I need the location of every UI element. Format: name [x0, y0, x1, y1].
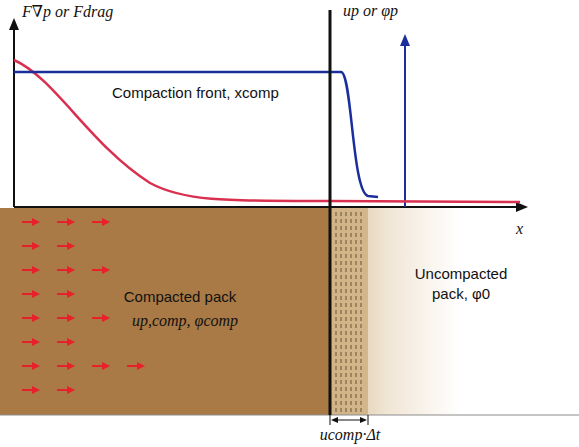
axis-label: F∇p or Fdrag	[22, 2, 113, 21]
dimension-tick	[368, 415, 369, 425]
axis-arrowhead	[516, 202, 528, 212]
drag-curve	[14, 60, 520, 202]
compaction-front-line	[329, 10, 332, 415]
velocity-curve	[14, 72, 378, 197]
flow-arrowhead	[32, 290, 40, 298]
band-dash	[351, 212, 352, 412]
y-axis	[13, 28, 15, 207]
flow-arrowhead	[67, 218, 75, 226]
flow-arrowhead	[67, 242, 75, 250]
flow-arrowhead	[137, 362, 145, 370]
x-axis	[14, 206, 518, 208]
band-dash	[346, 212, 347, 412]
region-title: Uncompacted pack, φ0	[402, 264, 520, 303]
flow-arrowhead	[32, 386, 40, 394]
flow-arrowhead	[32, 218, 40, 226]
flow-arrowhead	[32, 266, 40, 274]
flow-arrowhead	[67, 266, 75, 274]
right-axis	[404, 44, 406, 207]
pack-region: Uncompacted pack, φ0	[331, 208, 579, 415]
uncompacted-gradient	[330, 208, 460, 415]
dimension-tick	[330, 415, 331, 425]
region-variables: up,comp, φcomp	[132, 312, 238, 330]
axis-label: up or φp	[343, 2, 398, 20]
band-dash	[341, 212, 342, 412]
flow-arrowhead	[67, 386, 75, 394]
dimension-label: ucomp·Δt	[320, 426, 381, 444]
axis-label: x	[516, 220, 523, 238]
band-dash	[356, 212, 357, 412]
flow-arrowhead	[67, 290, 75, 298]
flow-arrowhead	[32, 338, 40, 346]
region-title: Compacted pack	[124, 288, 237, 305]
dimension-line	[336, 420, 362, 421]
compacted-region	[0, 208, 330, 415]
region-border	[0, 414, 579, 415]
transition-band	[330, 208, 368, 415]
flow-arrowhead	[102, 362, 110, 370]
band-dash	[336, 212, 337, 412]
flow-arrowhead	[102, 218, 110, 226]
flow-arrowhead	[32, 242, 40, 250]
band-dashes	[336, 212, 361, 412]
dimension-arrowhead	[360, 417, 367, 423]
flow-arrows	[22, 218, 145, 394]
band-dash	[361, 212, 362, 412]
axis-arrowhead	[400, 34, 410, 46]
flow-arrowhead	[67, 314, 75, 322]
flow-arrowhead	[32, 314, 40, 322]
flow-arrowhead	[102, 266, 110, 274]
front-label: Compaction front, xcomp	[112, 84, 279, 101]
flow-arrowhead	[67, 338, 75, 346]
axis-arrowhead	[9, 18, 19, 30]
flow-arrowhead	[67, 362, 75, 370]
flow-arrowhead	[32, 362, 40, 370]
flow-arrowhead	[102, 314, 110, 322]
pack-region: Compacted pack up,comp, φcomp	[0, 208, 330, 415]
dimension-arrowhead	[331, 417, 338, 423]
